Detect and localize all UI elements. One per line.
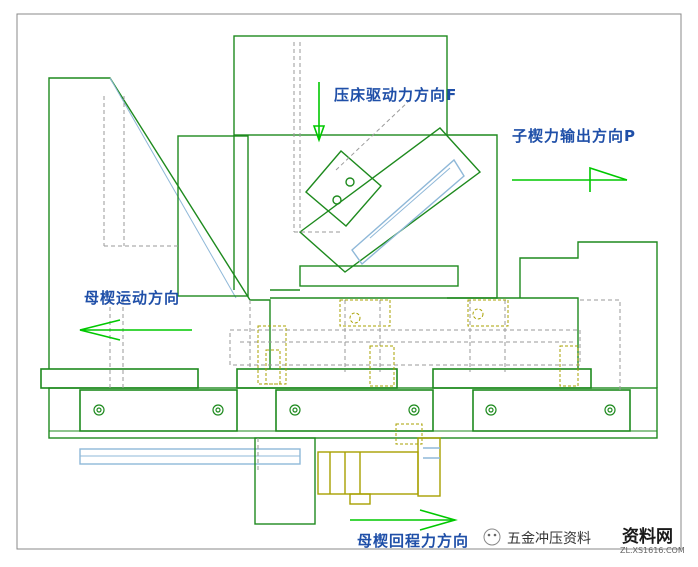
direction-arrows [79, 82, 628, 531]
hidden-lines [103, 42, 621, 470]
mother-motion-label: 母楔运动方向 [84, 289, 181, 307]
wechat-icon [483, 528, 501, 546]
guide-plates [40, 368, 631, 432]
bolt-circles [93, 404, 616, 416]
child-output-label: 子楔力输出方向P [512, 127, 636, 145]
child-output-arrow [512, 166, 628, 192]
drawing-border [16, 13, 682, 550]
center-bolt-details [257, 299, 579, 445]
return-arrow [350, 509, 458, 531]
right-frame [270, 241, 658, 388]
mother-wedge [48, 77, 271, 369]
press-force-label: 压床驱动力方向F [334, 86, 458, 104]
watermark-url: ZL.XS1616.COM [620, 546, 685, 555]
base-assembly [48, 387, 658, 525]
mother-motion-arrow [79, 319, 192, 341]
mother-return-label: 母楔回程力方向 [357, 532, 470, 550]
watermark-account-text: 五金冲压资料 [507, 531, 591, 547]
press-arrow [312, 82, 326, 143]
child-wedge [298, 127, 482, 273]
watermark-logo-text: 资料网 [622, 527, 673, 547]
